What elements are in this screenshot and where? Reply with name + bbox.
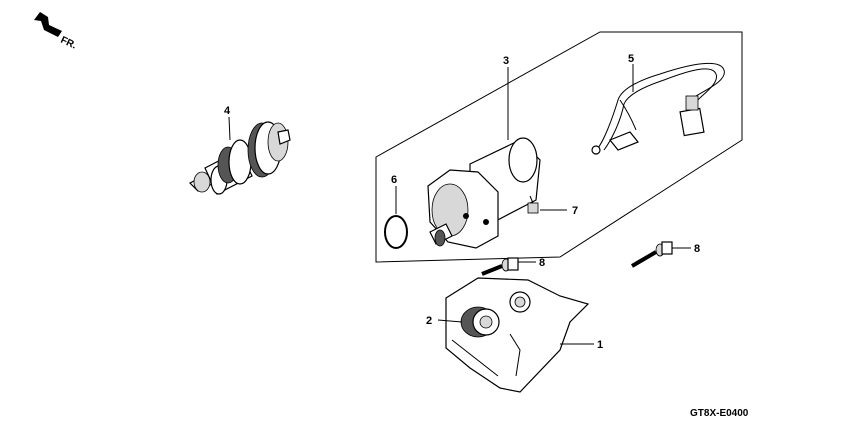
direction-label: FR. [59, 35, 78, 52]
diagram-code: GT8X-E0400 [690, 408, 749, 419]
small-bolt-icon [527, 195, 539, 214]
flange-bolt-icon [630, 241, 673, 268]
callout-2: 2 [426, 315, 432, 327]
front-direction-indicator: FR. [34, 12, 78, 52]
callout-6: 6 [391, 174, 397, 186]
callout-1: 1 [597, 339, 603, 351]
callout-4: 4 [224, 105, 231, 117]
rubber-mount-icon [460, 306, 500, 338]
o-ring-icon [384, 215, 408, 249]
callout-7: 7 [572, 205, 578, 217]
assembly-group-outline [375, 31, 743, 263]
leader-line-2 [437, 319, 463, 323]
wire-harness-icon [591, 62, 725, 155]
starter-drive-gear-icon [188, 121, 291, 195]
front-arrow-icon [34, 12, 62, 37]
flange-bolt-icon [481, 257, 519, 276]
starter-motor-icon [427, 137, 541, 249]
callout-3: 3 [503, 55, 509, 67]
leader-line-4 [228, 116, 231, 141]
callout-8-right: 8 [694, 243, 700, 255]
callout-5: 5 [628, 53, 634, 65]
callout-8-left: 8 [539, 257, 545, 269]
bracket-cover-icon [445, 277, 590, 393]
